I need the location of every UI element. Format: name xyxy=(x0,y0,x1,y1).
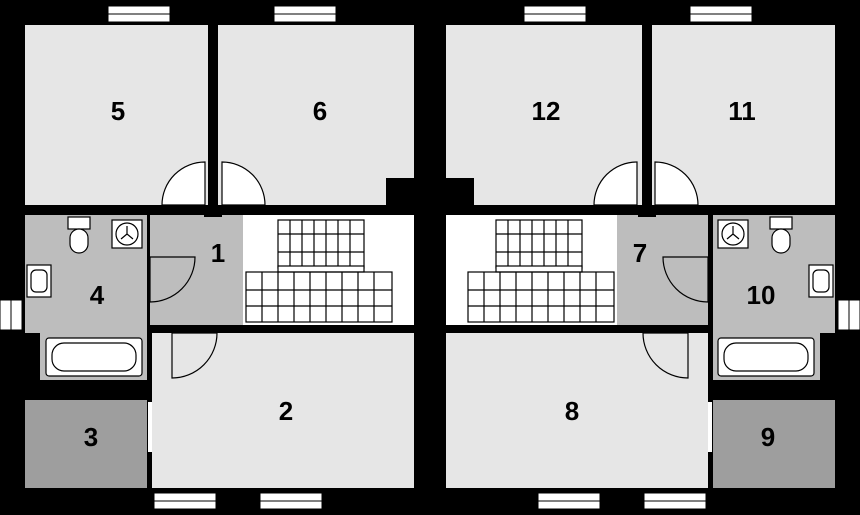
room-label-4: 4 xyxy=(90,280,105,310)
sink-icon xyxy=(808,264,834,298)
room-label-12: 12 xyxy=(532,96,561,126)
staircase-right-icon xyxy=(467,219,615,323)
window-icon xyxy=(107,5,753,23)
sink-icon xyxy=(26,264,52,298)
window-icon xyxy=(153,492,707,510)
room-label-8: 8 xyxy=(565,396,579,426)
fan-icon xyxy=(717,219,749,249)
fan-icon xyxy=(111,219,143,249)
room-label-10: 10 xyxy=(747,280,776,310)
door-swing-icon xyxy=(149,161,709,379)
wall-post-right xyxy=(638,205,656,217)
room-label-1: 1 xyxy=(211,238,225,268)
bathtub-icon xyxy=(45,337,143,377)
bathtub-icon xyxy=(717,337,815,377)
room-label-6: 6 xyxy=(313,96,327,126)
room-label-5: 5 xyxy=(111,96,125,126)
room-3-floor xyxy=(25,400,147,488)
wall-stub-left xyxy=(386,178,414,205)
toilet-icon xyxy=(769,216,793,254)
toilet-icon xyxy=(67,216,91,254)
window-icon xyxy=(0,299,860,331)
room-label-9: 9 xyxy=(761,422,775,452)
wall-post-left xyxy=(204,205,222,217)
window-icon xyxy=(148,402,152,452)
room-9-floor xyxy=(713,400,835,488)
room-label-3: 3 xyxy=(84,422,98,452)
room-label-11: 11 xyxy=(728,96,756,126)
room-label-2: 2 xyxy=(279,396,293,426)
staircase-left-icon xyxy=(245,219,393,323)
room-label-7: 7 xyxy=(633,238,647,268)
window-icon xyxy=(708,402,712,452)
wall-stub-right xyxy=(446,178,474,205)
